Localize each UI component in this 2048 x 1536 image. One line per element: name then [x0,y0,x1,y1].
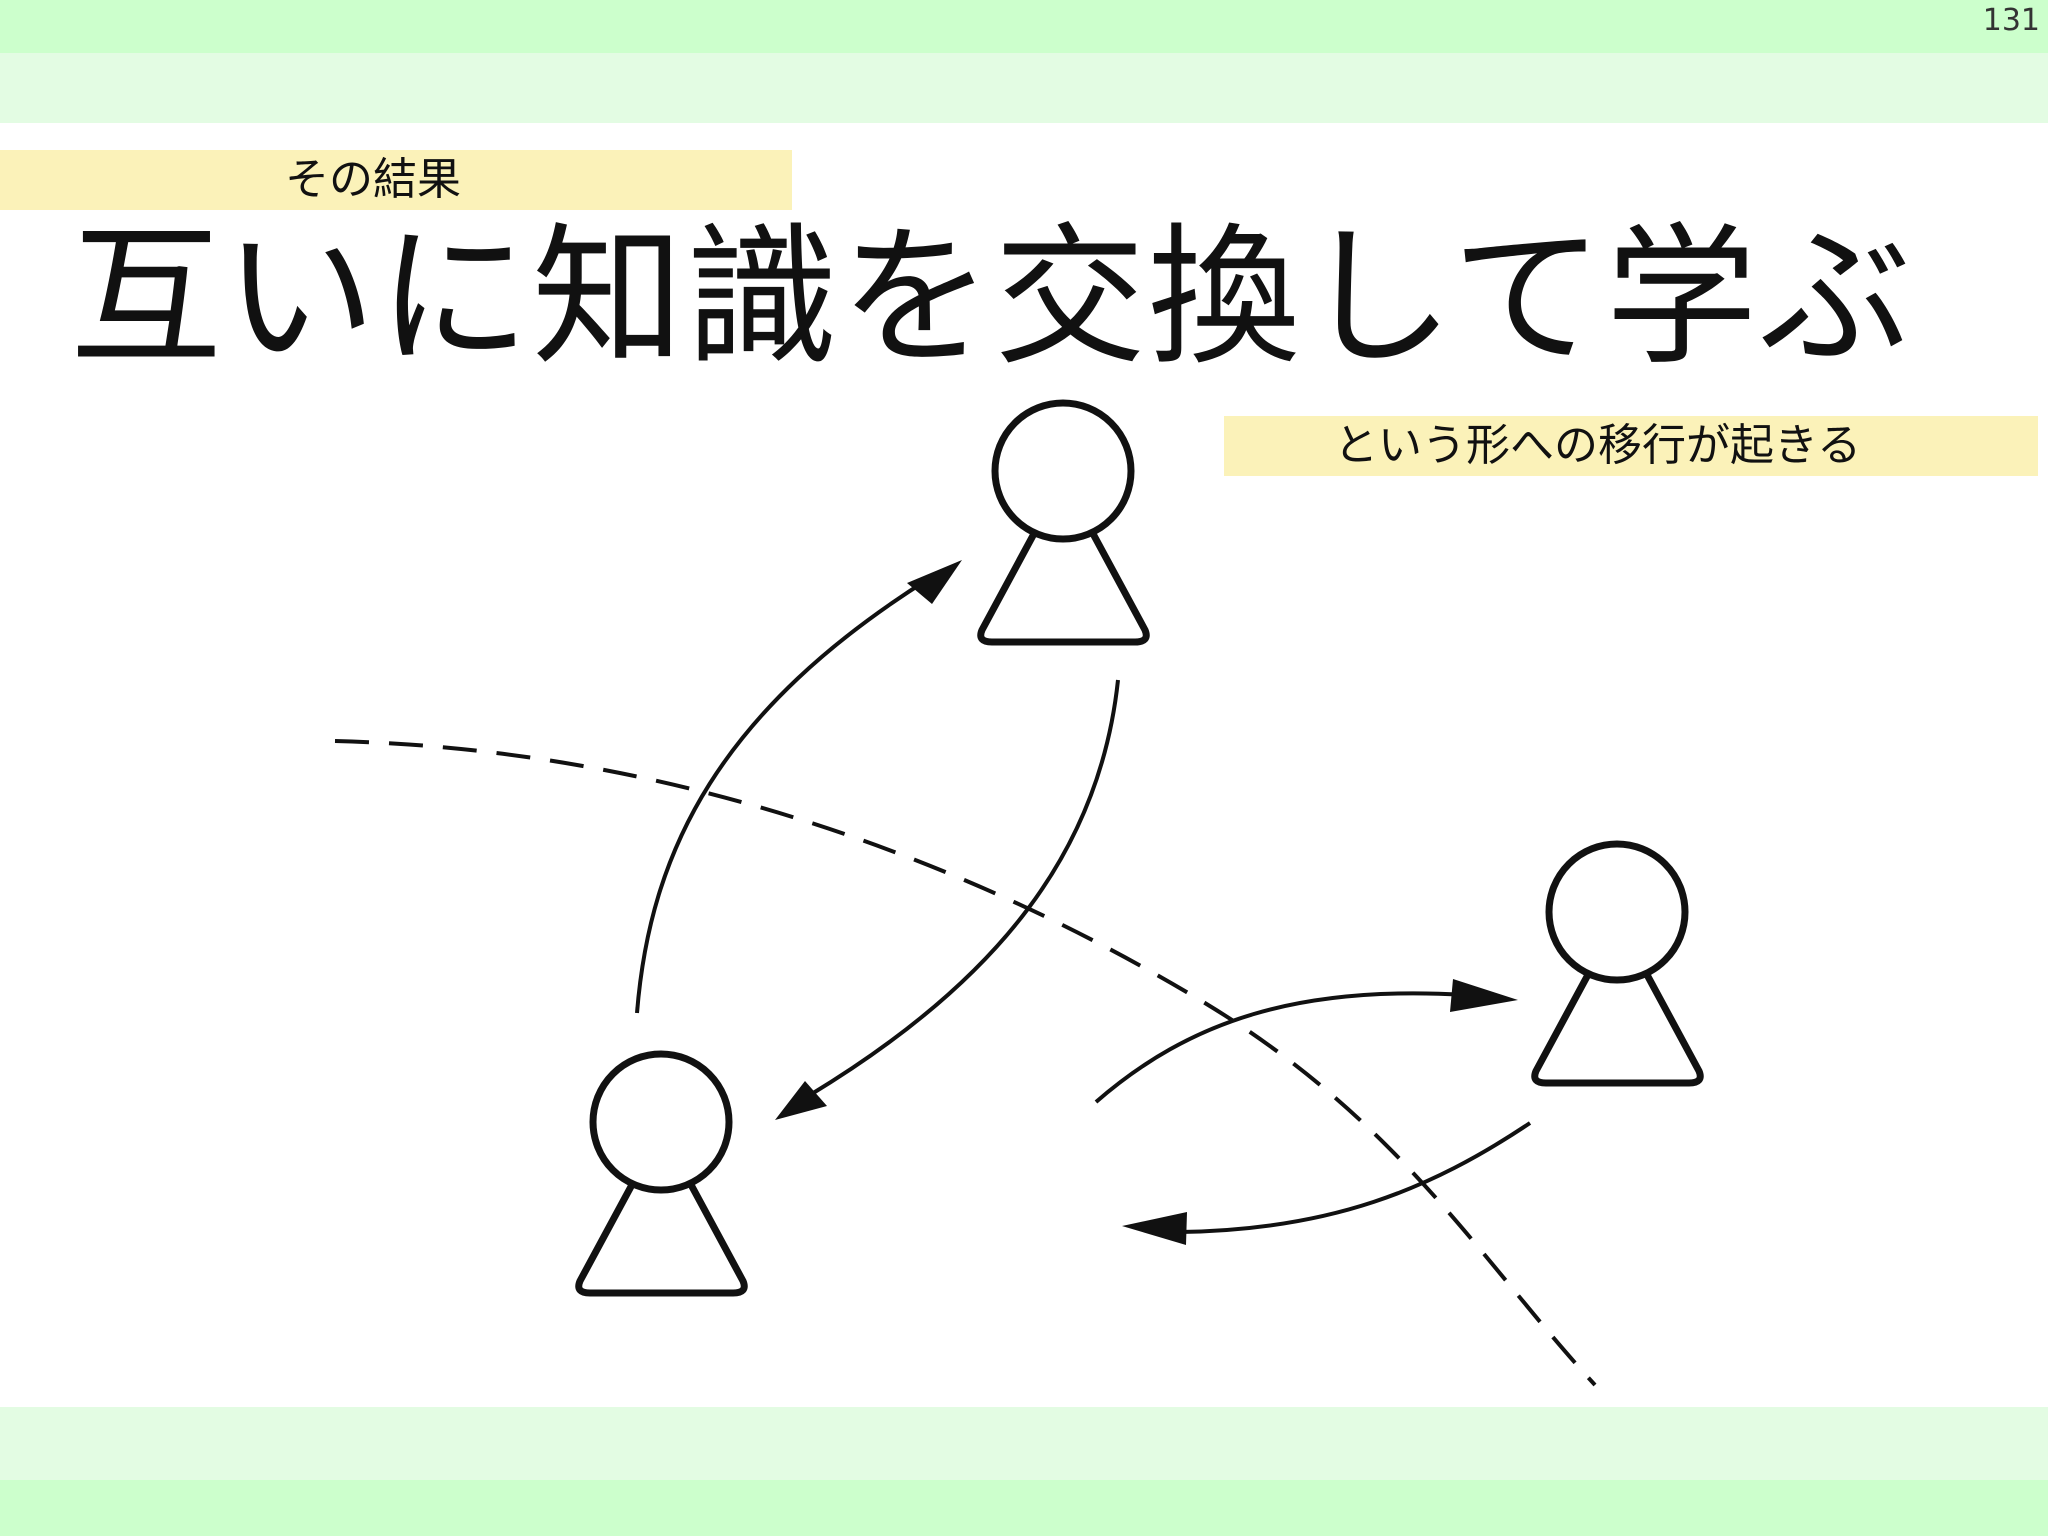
note-top: その結果 [0,150,792,210]
note-right: という形への移行が起きる [1224,416,2038,476]
person-icon-top [977,399,1150,646]
arrow-right-to-middle [1122,1121,1532,1245]
dashed-divider-line [334,739,1597,1387]
footer-subband [0,1407,2048,1480]
person-icon-bottom-left [575,1050,748,1297]
arrow-middle-to-right [1094,979,1518,1104]
person-icon-right [1531,840,1704,1087]
arrow-top-to-left [775,679,1120,1120]
header-subband [0,53,2048,123]
page-number: 131 [1982,3,2040,38]
footer-band [0,1480,2048,1536]
header-band [0,0,2048,53]
note-top-text: その結果 [285,154,461,205]
arrow-left-to-top [635,560,962,1014]
slide-title: 互いに知識を交換して学ぶ [70,209,1914,386]
note-right-text: という形への移行が起きる [1334,420,1862,471]
